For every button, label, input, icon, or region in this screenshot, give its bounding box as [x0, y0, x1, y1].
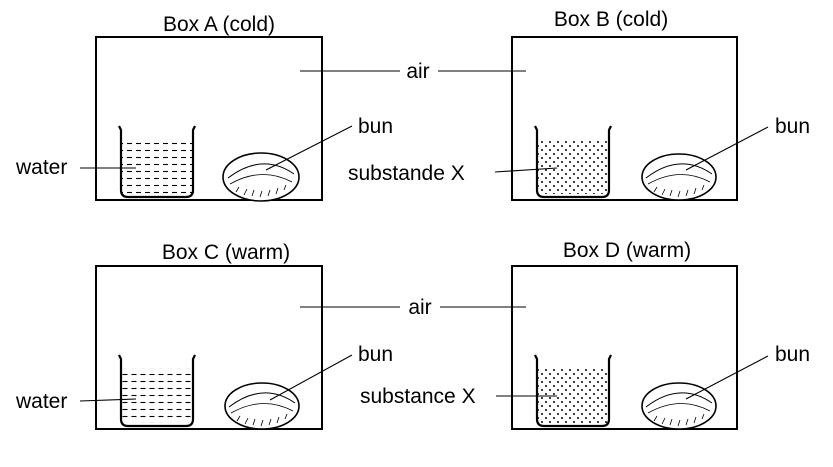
box-b-title: Box B (cold) [554, 8, 668, 31]
container-label: substande X [348, 162, 465, 185]
box-d-container [511, 265, 738, 430]
bun-label: bun [358, 343, 393, 366]
beaker-icon [118, 125, 196, 199]
container-label: substance X [360, 385, 476, 408]
beaker-icon [534, 125, 612, 199]
box-c-container [95, 265, 323, 430]
box-b: Box B (cold) substande X bun [348, 8, 810, 201]
air-label-bottom: air [300, 296, 526, 319]
box-c: Box C (warm) water bun [15, 241, 393, 430]
beaker-icon [534, 354, 612, 428]
bun-label: bun [775, 343, 810, 366]
beaker-icon [118, 354, 196, 428]
bun-label: bun [358, 115, 393, 138]
box-d: Box D (warm) substance X bun [360, 239, 810, 430]
air-label: air [406, 60, 429, 83]
bun-icon [222, 152, 300, 202]
container-label: water [15, 390, 67, 413]
box-c-title: Box C (warm) [162, 241, 290, 264]
air-label-top: air [300, 60, 526, 83]
box-d-title: Box D (warm) [563, 239, 691, 262]
bun-icon [641, 382, 717, 430]
bun-icon [641, 153, 717, 201]
air-label: air [408, 296, 431, 319]
box-a-title: Box A (cold) [163, 13, 275, 36]
container-label: water [15, 156, 67, 179]
box-a: Box A (cold) water bun [15, 13, 393, 202]
box-a-container [95, 36, 323, 201]
bun-label: bun [775, 115, 810, 138]
box-b-container [511, 36, 738, 201]
